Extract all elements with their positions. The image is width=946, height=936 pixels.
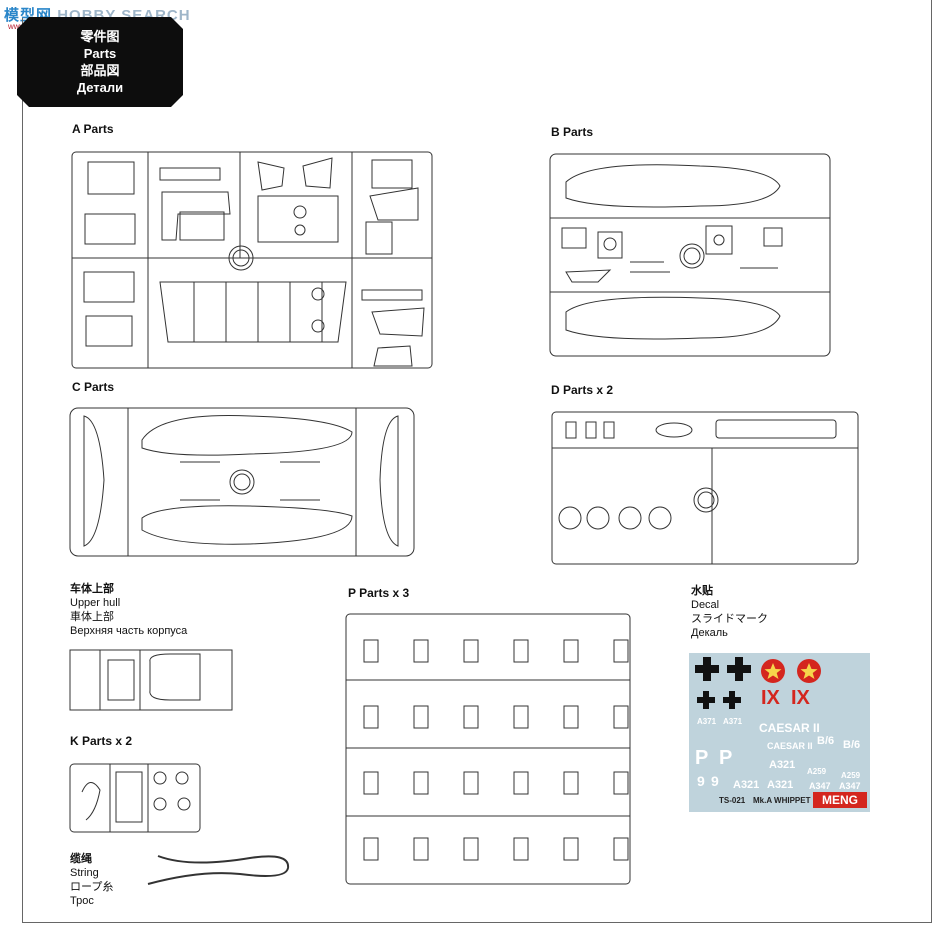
- string-label: 缆绳 String ロープ糸 Трос: [70, 852, 113, 908]
- track-link: [363, 771, 379, 795]
- title-en: Parts: [83, 46, 117, 61]
- frame-bottom-line: [22, 922, 932, 923]
- track-link: [413, 705, 429, 729]
- track-link: [613, 639, 629, 663]
- track-link: [413, 771, 429, 795]
- track-link: [363, 705, 379, 729]
- upper-hull-label: 车体上部 Upper hull 車体上部 Верхняя часть корпу…: [70, 582, 187, 638]
- decal-a347-1: A347: [809, 781, 831, 791]
- track-link: [463, 771, 479, 795]
- string-ja: ロープ糸: [70, 881, 114, 893]
- decal-nine-1: 9: [697, 773, 705, 789]
- track-link: [563, 639, 579, 663]
- decal-numeral-2: IX: [791, 687, 810, 709]
- upper-hull-ja: 車体上部: [70, 611, 114, 623]
- track-link: [613, 771, 629, 795]
- a-parts-label: A Parts: [72, 122, 114, 136]
- cross-2: [727, 657, 751, 681]
- frame-right-line: [931, 0, 932, 923]
- track-link: [563, 771, 579, 795]
- b-parts-label: B Parts: [551, 125, 594, 139]
- upper-hull-zh: 车体上部: [70, 583, 114, 595]
- decal-kit-code: TS-021: [719, 796, 746, 805]
- cross-1: [695, 657, 719, 681]
- track-link: [513, 837, 529, 861]
- decal-a371-2: A371: [723, 717, 743, 726]
- k-parts-label: K Parts x 2: [70, 734, 133, 748]
- upper-hull-ru: Верхняя часть корпуса: [70, 625, 188, 637]
- string-ru: Трос: [70, 895, 94, 907]
- decal-caesar-1: CAESAR II: [759, 721, 820, 735]
- decal-caesar-2: CAESAR II: [767, 741, 813, 751]
- decal-ja: スライドマーク: [691, 613, 768, 625]
- decal-p-1: P: [695, 747, 709, 769]
- title-ja: 部品図: [80, 63, 120, 78]
- p-parts-label: P Parts x 3: [348, 586, 410, 600]
- decal-a321-2: A321: [733, 779, 760, 791]
- decal-a259-1: A259: [807, 767, 827, 776]
- decal-numeral-1: IX: [761, 687, 780, 709]
- track-link: [563, 837, 579, 861]
- decal-ru: Декаль: [691, 627, 728, 639]
- track-link: [563, 705, 579, 729]
- track-link: [513, 705, 529, 729]
- title-zh: 零件图: [80, 29, 120, 44]
- string-en: String: [70, 867, 99, 879]
- track-link: [613, 837, 629, 861]
- track-link: [363, 639, 379, 663]
- decal-a321-3: A321: [767, 779, 794, 791]
- decal-en: Decal: [691, 599, 720, 611]
- decal-a347-2: A347: [839, 781, 861, 791]
- decal-brand-logo: MENG: [813, 792, 867, 808]
- decal-b6-1: B/6: [817, 735, 835, 747]
- decal-sheet: IX IX A371 A371 CAESAR II CAESAR II B/6 …: [689, 653, 870, 812]
- decal-a259-2: A259: [841, 771, 861, 780]
- track-link: [463, 837, 479, 861]
- track-link: [413, 837, 429, 861]
- decal-label: 水贴 Decal スライドマーク Декаль: [691, 584, 768, 640]
- track-link: [363, 837, 379, 861]
- track-link: [513, 639, 529, 663]
- decal-art: [695, 657, 821, 709]
- track-link: [613, 705, 629, 729]
- track-link: [513, 771, 529, 795]
- cross-3: [697, 691, 715, 709]
- c-parts-label: C Parts: [72, 380, 115, 394]
- track-link: [463, 639, 479, 663]
- string-zh: 缆绳: [70, 853, 92, 865]
- decal-p-2: P: [719, 747, 733, 769]
- decal-zh: 水贴: [691, 585, 713, 597]
- cross-4: [723, 691, 741, 709]
- frame-left-line: [22, 18, 23, 923]
- decal-kit-name: Mk.A WHIPPET: [753, 796, 811, 805]
- decal-b6-2: B/6: [843, 739, 861, 751]
- upper-hull-en: Upper hull: [70, 597, 121, 609]
- d-parts-label: D Parts x 2: [551, 383, 614, 397]
- decal-a371-1: A371: [697, 717, 717, 726]
- decal-nine-2: 9: [711, 773, 719, 789]
- title-ru: Детали: [76, 80, 124, 95]
- title-plate: 零件图 Parts 部品図 Детали: [17, 17, 183, 107]
- decal-a321-1: A321: [769, 759, 796, 771]
- track-link: [413, 639, 429, 663]
- track-link: [463, 705, 479, 729]
